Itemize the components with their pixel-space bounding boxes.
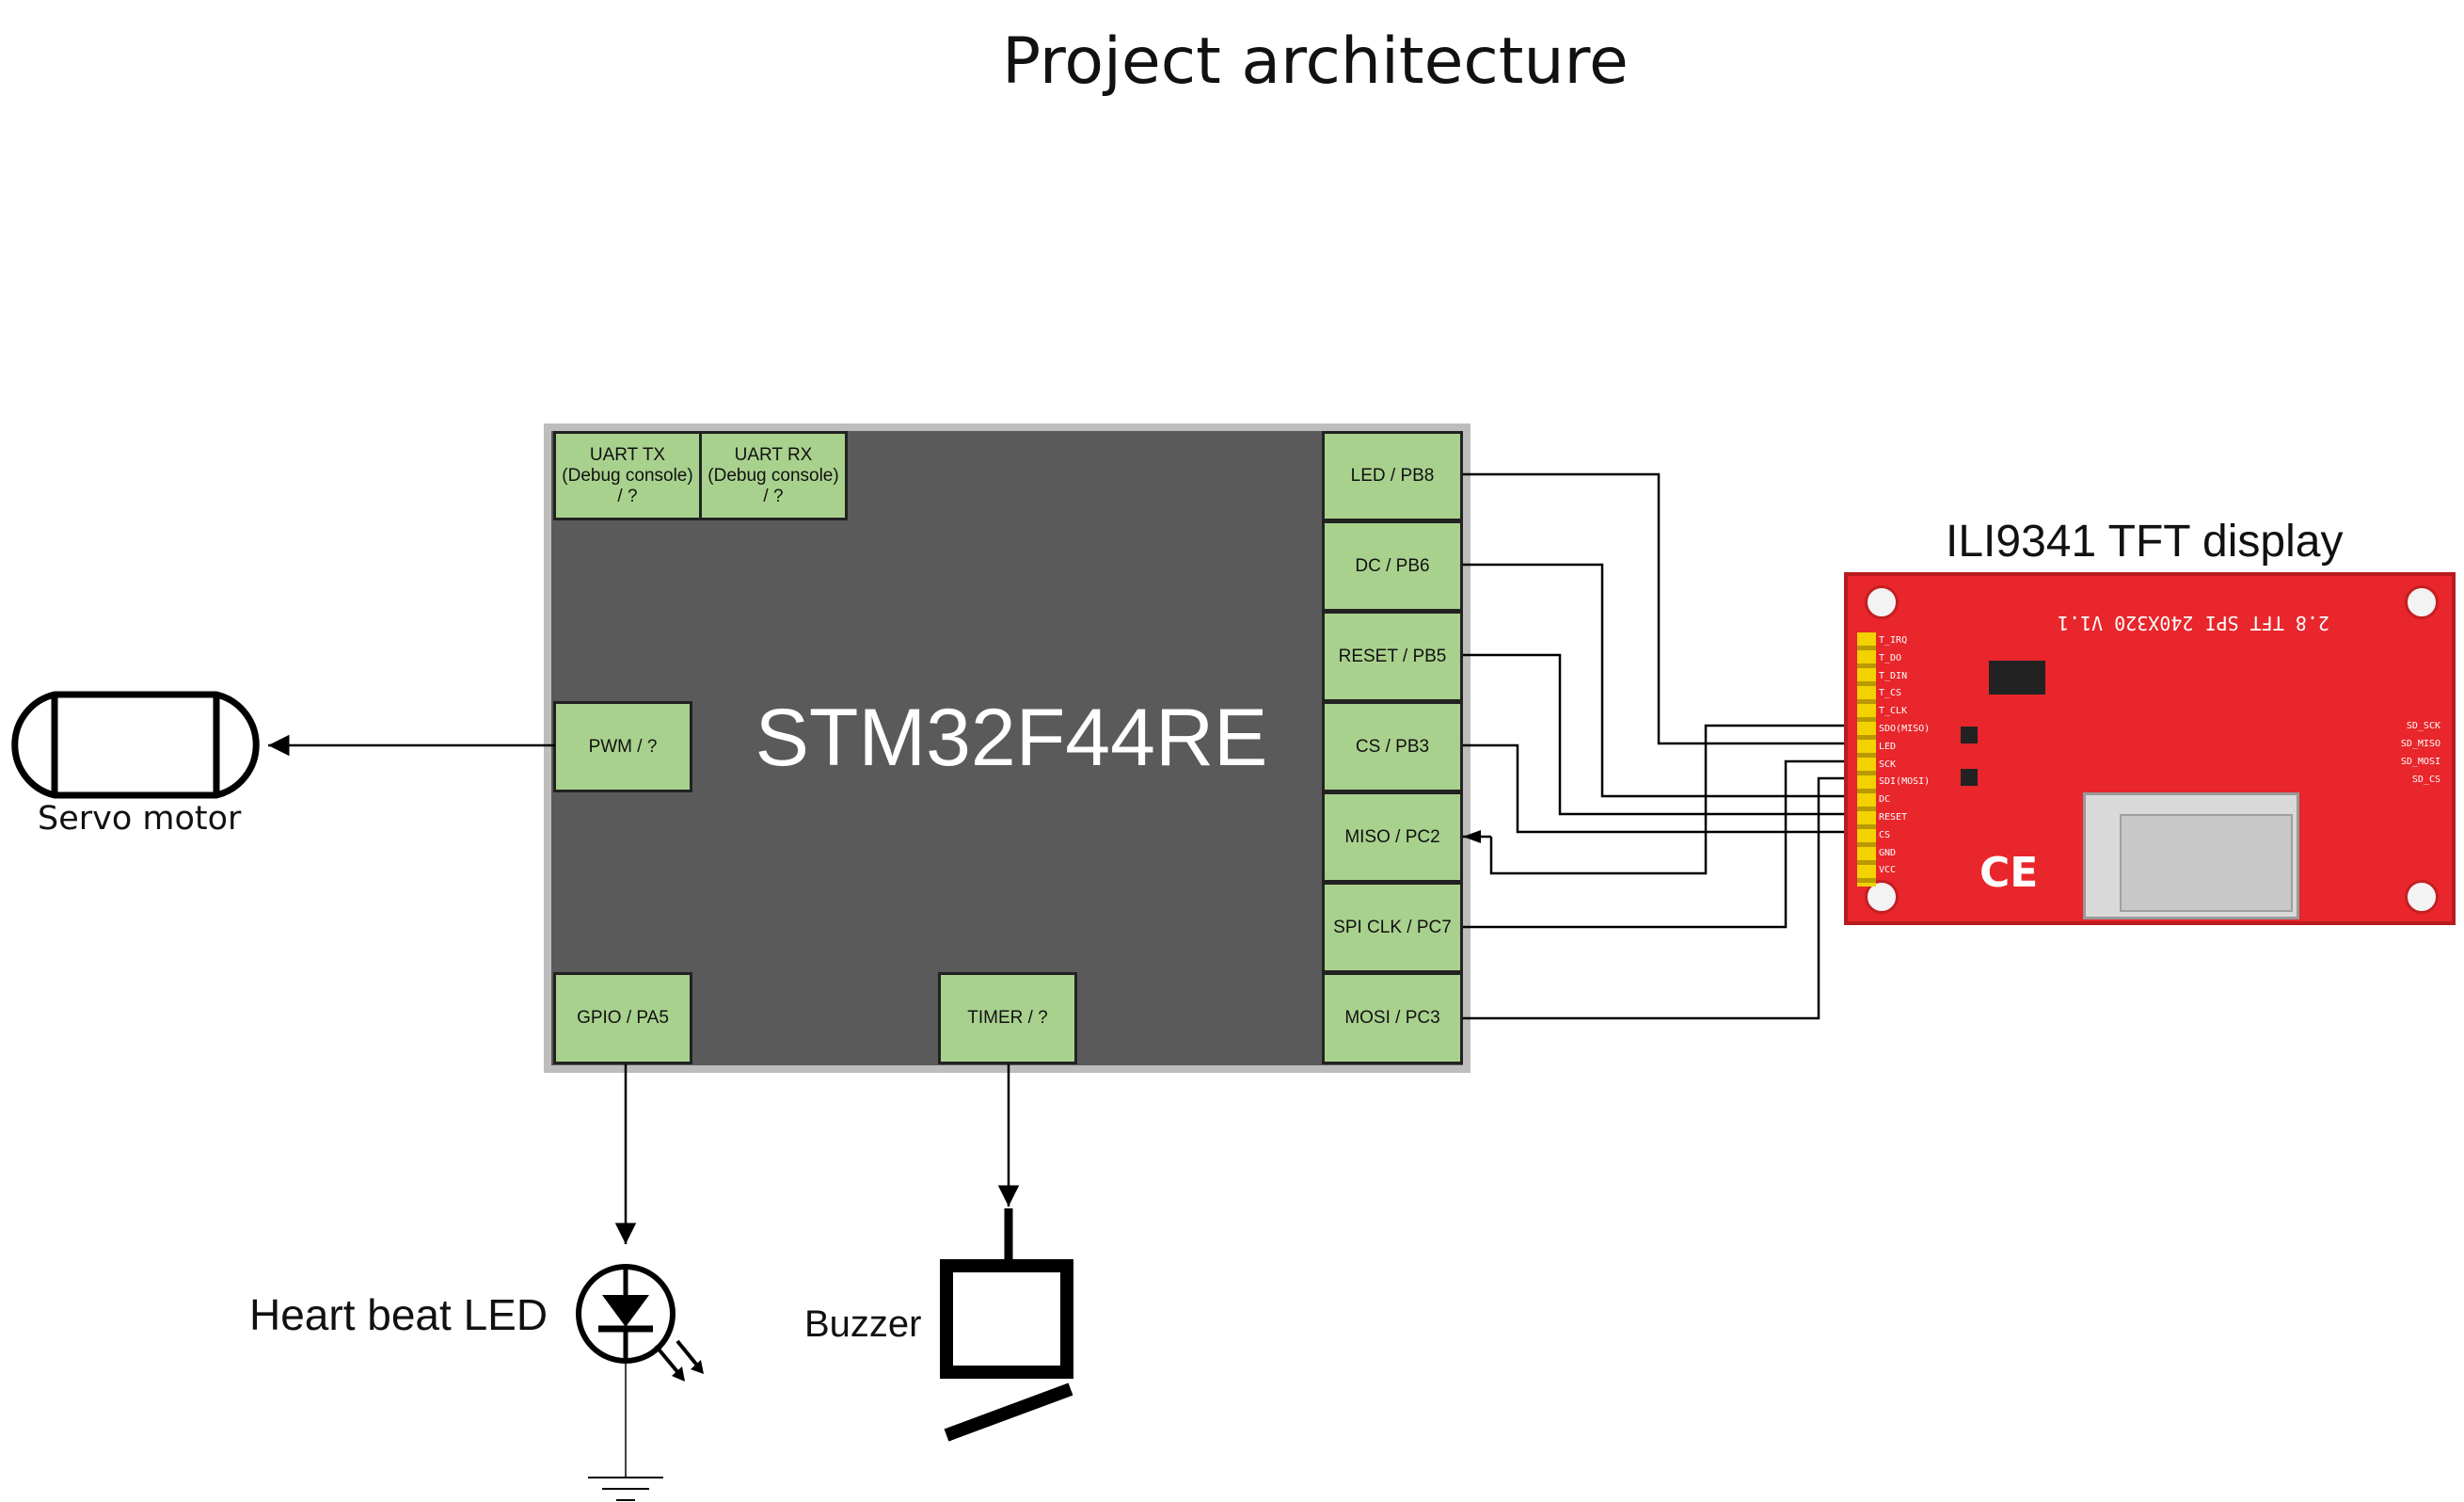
- pin-reset: RESET / PB5: [1322, 611, 1463, 702]
- pin-led: LED / PB8: [1322, 431, 1463, 521]
- cs-wire: [1463, 743, 1855, 834]
- tft-display-label: ILI9341 TFT display: [1946, 517, 2344, 567]
- pin-cs: CS / PB3: [1322, 701, 1463, 792]
- pin-miso: MISO / PC2: [1322, 791, 1463, 883]
- servo-motor-icon: [11, 691, 260, 799]
- sck-wire: [1463, 759, 1855, 929]
- pin-timer: TIMER / ?: [938, 972, 1077, 1064]
- miso-arrow-icon: [1463, 830, 1481, 843]
- pin-pwm: PWM / ?: [553, 701, 692, 792]
- mount-hole-icon: [2405, 880, 2439, 914]
- buzzer-label: Buzzer: [804, 1303, 922, 1345]
- heart-beat-led-label: Heart beat LED: [249, 1290, 548, 1339]
- transistor-icon: [1961, 769, 1978, 786]
- ce-mark: CE: [1979, 849, 2039, 897]
- mount-hole-icon: [1865, 585, 1899, 619]
- dc-wire: [1463, 563, 1855, 798]
- diagram-title: Project architecture: [1002, 24, 1629, 99]
- pin-mosi: MOSI / PC3: [1322, 972, 1463, 1064]
- pin-header-icon: [1857, 632, 1876, 887]
- mcu-board: [544, 423, 1470, 1073]
- transistor-icon: [1961, 727, 1978, 743]
- pin-uart-rx: UART RX (Debug console) / ?: [699, 431, 848, 520]
- chip-icon: [1989, 661, 2045, 695]
- led-wire: [1463, 472, 1855, 745]
- reset-wire: [1463, 653, 1855, 816]
- pin-gpio: GPIO / PA5: [553, 972, 692, 1064]
- pin-dc: DC / PB6: [1322, 520, 1463, 612]
- mcu-label: STM32F44RE: [755, 693, 1268, 783]
- buzzer-icon: [940, 1208, 1073, 1442]
- miso-wire-a: [1489, 724, 1855, 875]
- ground-icon: [588, 1477, 663, 1501]
- mosi-wire: [1463, 776, 1855, 1020]
- mount-hole-icon: [1865, 880, 1899, 914]
- sd-card-slot-icon: [2083, 792, 2299, 919]
- board-silkscreen: 2.8 TFT SPI 240X320 V1.1: [2058, 612, 2329, 634]
- pin-spi-clk: SPI CLK / PC7: [1322, 882, 1463, 973]
- servo-motor-label: Servo motor: [38, 800, 242, 838]
- led-icon: [576, 1264, 704, 1382]
- mount-hole-icon: [2405, 585, 2439, 619]
- spi-bus-wires: [1463, 472, 1855, 1020]
